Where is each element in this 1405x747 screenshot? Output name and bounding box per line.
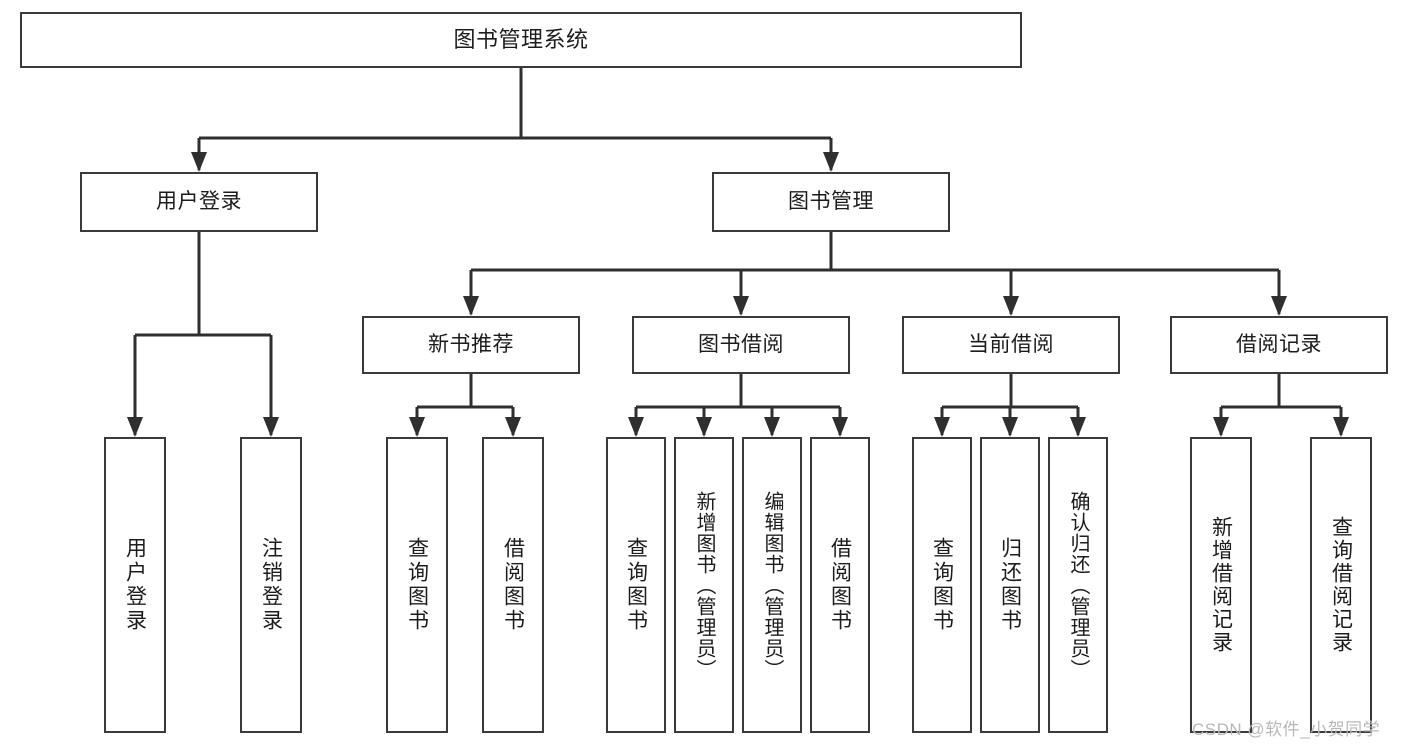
arrow-head-icon bbox=[1002, 417, 1018, 437]
node-leaf06: 新增图书（管理员） bbox=[674, 437, 734, 733]
node-label: 新增借阅记录 bbox=[1209, 516, 1233, 654]
node-leaf09: 查询图书 bbox=[912, 437, 972, 733]
node-leaf07: 编辑图书（管理员） bbox=[742, 437, 802, 733]
arrow-head-icon bbox=[696, 417, 712, 437]
node-label: 借阅图书 bbox=[501, 537, 525, 633]
node-l2c: 当前借阅 bbox=[902, 316, 1120, 374]
node-label: 借阅图书 bbox=[828, 537, 852, 633]
node-l2a: 新书推荐 bbox=[362, 316, 580, 374]
node-leaf02: 注销登录 bbox=[240, 437, 302, 733]
node-leaf08: 借阅图书 bbox=[810, 437, 870, 733]
node-l1a: 用户登录 bbox=[80, 172, 318, 232]
arrow-head-icon bbox=[934, 417, 950, 437]
node-l2b: 图书借阅 bbox=[632, 316, 850, 374]
arrow-head-icon bbox=[628, 417, 644, 437]
arrow-head-icon bbox=[409, 417, 425, 437]
arrow-head-icon bbox=[764, 417, 780, 437]
arrow-head-icon bbox=[1003, 296, 1019, 316]
node-label: 用户登录 bbox=[156, 189, 242, 213]
node-leaf13: 查询借阅记录 bbox=[1310, 437, 1372, 733]
node-label: 用户登录 bbox=[123, 537, 147, 633]
arrow-head-icon bbox=[263, 417, 279, 437]
node-label: 借阅记录 bbox=[1236, 332, 1322, 356]
arrow-head-icon bbox=[1271, 296, 1287, 316]
node-label: 新书推荐 bbox=[428, 332, 514, 356]
node-leaf11: 确认归还（管理员） bbox=[1048, 437, 1108, 733]
node-leaf12: 新增借阅记录 bbox=[1190, 437, 1252, 733]
arrow-head-icon bbox=[1333, 417, 1349, 437]
arrow-head-icon bbox=[191, 152, 207, 172]
arrow-head-icon bbox=[505, 417, 521, 437]
node-label: 图书管理 bbox=[788, 189, 874, 213]
node-label: 查询图书 bbox=[405, 537, 429, 633]
node-label: 编辑图书（管理员） bbox=[761, 490, 783, 680]
node-label: 查询图书 bbox=[624, 537, 648, 633]
node-l2d: 借阅记录 bbox=[1170, 316, 1388, 374]
arrow-head-icon bbox=[1213, 417, 1229, 437]
arrow-head-icon bbox=[127, 417, 143, 437]
arrow-head-icon bbox=[733, 296, 749, 316]
node-label: 归还图书 bbox=[998, 537, 1022, 633]
node-root: 图书管理系统 bbox=[20, 12, 1022, 68]
arrow-head-icon bbox=[463, 296, 479, 316]
node-l1b: 图书管理 bbox=[712, 172, 950, 232]
node-leaf05: 查询图书 bbox=[606, 437, 666, 733]
node-label: 确认归还（管理员） bbox=[1067, 490, 1089, 680]
node-label: 查询图书 bbox=[930, 537, 954, 633]
arrow-head-icon bbox=[832, 417, 848, 437]
node-label: 新增图书（管理员） bbox=[693, 490, 715, 680]
node-leaf04: 借阅图书 bbox=[482, 437, 544, 733]
watermark: CSDN @软件_小贺同学 bbox=[1192, 720, 1381, 739]
node-label: 查询借阅记录 bbox=[1329, 516, 1353, 654]
arrow-head-icon bbox=[823, 152, 839, 172]
arrow-head-icon bbox=[1070, 417, 1086, 437]
node-label: 图书管理系统 bbox=[453, 27, 589, 53]
node-label: 注销登录 bbox=[259, 537, 283, 633]
node-leaf03: 查询图书 bbox=[386, 437, 448, 733]
node-label: 当前借阅 bbox=[968, 332, 1054, 356]
node-label: 图书借阅 bbox=[698, 332, 784, 356]
node-leaf01: 用户登录 bbox=[104, 437, 166, 733]
node-leaf10: 归还图书 bbox=[980, 437, 1040, 733]
